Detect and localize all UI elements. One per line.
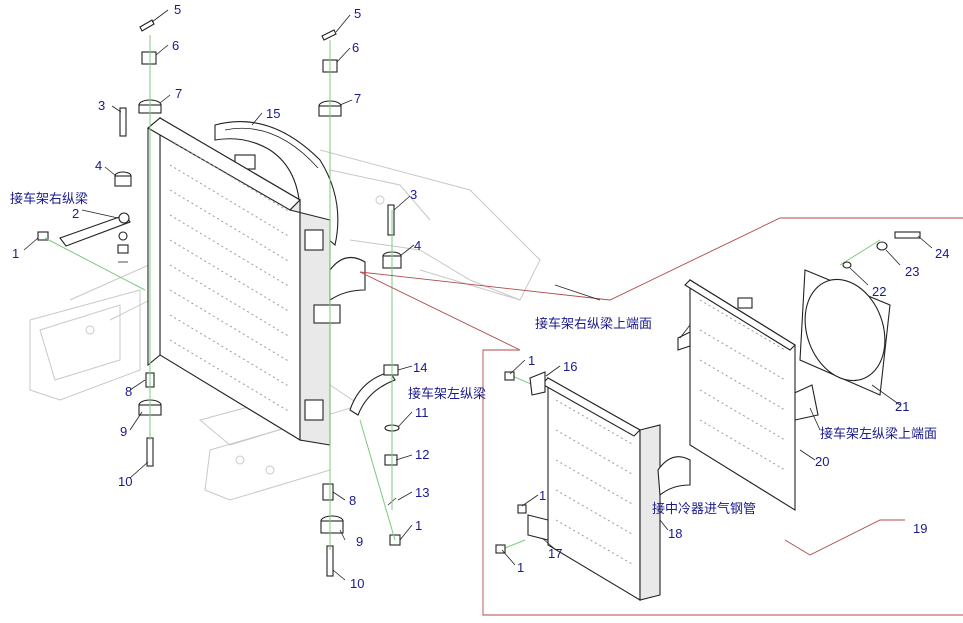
right-mount-stack <box>318 29 402 577</box>
callout-24: 24 <box>935 246 949 261</box>
callout-23: 23 <box>905 264 919 279</box>
detail-fasteners <box>842 231 921 269</box>
detail-intercooler <box>495 371 691 601</box>
callout-1: 1 <box>415 518 422 533</box>
callout-1: 1 <box>517 560 524 575</box>
detail-fan-shroud <box>789 269 891 421</box>
label-left-rail: 接车架左纵梁 <box>408 386 486 402</box>
callout-22: 22 <box>872 284 886 299</box>
main-radiator <box>147 116 366 446</box>
callout-11: 11 <box>415 405 429 420</box>
callout-14: 14 <box>413 360 427 375</box>
callout-18: 18 <box>668 526 682 541</box>
callout-5: 5 <box>354 6 361 21</box>
callout-1: 1 <box>539 488 546 503</box>
label-left-rail-top: 接车架左纵梁上端面 <box>820 426 937 442</box>
callout-20: 20 <box>815 454 829 469</box>
callout-9: 9 <box>356 534 363 549</box>
callout-8: 8 <box>125 384 132 399</box>
label-right-rail: 接车架右纵梁 <box>10 191 88 207</box>
right-rail-bracket <box>37 212 131 263</box>
callout-8: 8 <box>349 493 356 508</box>
callout-21: 21 <box>895 399 909 414</box>
callout-13: 13 <box>415 485 429 500</box>
callout-1: 1 <box>528 353 535 368</box>
callout-7: 7 <box>354 91 361 106</box>
label-intercooler-pipe: 接中冷器进气钢管 <box>652 501 756 517</box>
callout-17: 17 <box>548 546 562 561</box>
detail-radiator <box>677 279 796 511</box>
callout-19: 19 <box>913 521 927 536</box>
callout-5: 5 <box>174 2 181 17</box>
callout-1: 1 <box>12 246 19 261</box>
callout-7: 7 <box>175 86 182 101</box>
label-right-rail-top: 接车架右纵梁上端面 <box>535 316 652 332</box>
callout-10: 10 <box>118 474 132 489</box>
radiator-core-grille <box>169 139 291 413</box>
callout-2: 2 <box>72 206 79 221</box>
callout-16: 16 <box>563 359 577 374</box>
leader-lines <box>23 9 933 581</box>
detail-view-boundary <box>359 217 963 616</box>
callout-3: 3 <box>98 98 105 113</box>
callout-15: 15 <box>266 106 280 121</box>
callout-3: 3 <box>410 187 417 202</box>
callout-4: 4 <box>95 158 102 173</box>
callout-6: 6 <box>352 40 359 55</box>
callout-9: 9 <box>120 424 127 439</box>
callout-6: 6 <box>172 38 179 53</box>
callout-4: 4 <box>414 238 421 253</box>
callout-12: 12 <box>415 447 429 462</box>
callout-10: 10 <box>350 576 364 591</box>
